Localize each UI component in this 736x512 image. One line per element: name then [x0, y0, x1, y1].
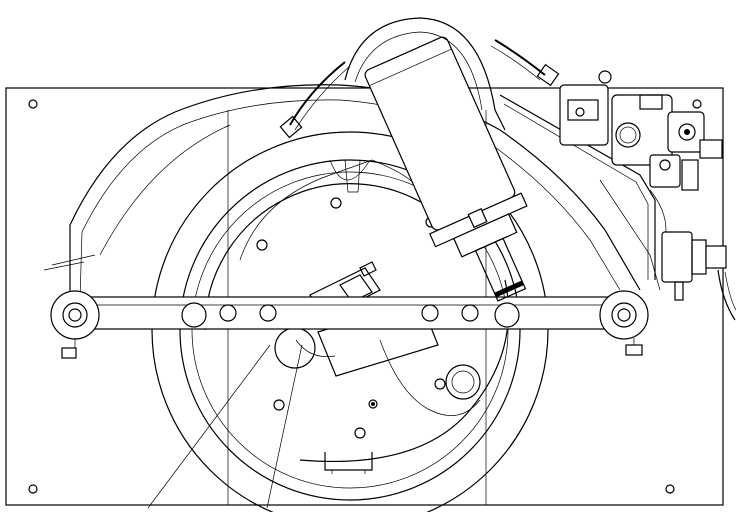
pivot-bearing — [50, 290, 100, 359]
cylinder-body — [364, 36, 528, 302]
mounting-hole — [28, 484, 38, 494]
rotary-table — [151, 131, 549, 512]
hand-valve — [661, 231, 736, 321]
cam-follower — [379, 339, 481, 416]
linkage-frame — [344, 17, 506, 131]
mounting-hole — [692, 99, 702, 109]
valve-block — [499, 70, 723, 280]
hydraulic-hose — [279, 39, 560, 139]
leader-line — [266, 344, 303, 509]
mounting-hole — [28, 99, 38, 109]
mounting-hole — [665, 484, 675, 494]
crossbar — [59, 296, 631, 330]
leader-line — [147, 344, 271, 509]
wheel-housing — [43, 84, 661, 305]
pivot-bearing — [599, 290, 649, 356]
